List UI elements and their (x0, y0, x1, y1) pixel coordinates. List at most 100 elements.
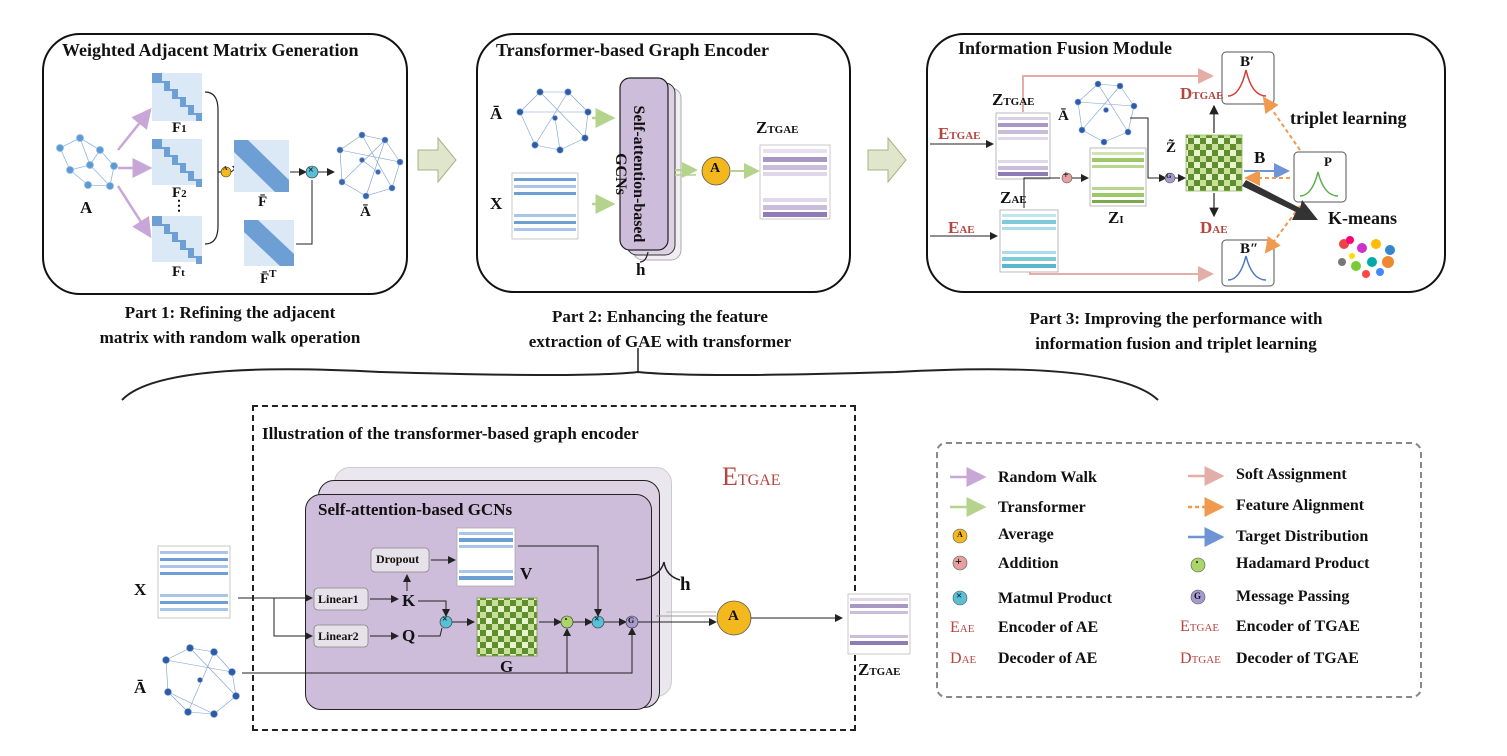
matrix-Ztgae-part3 (995, 112, 1051, 180)
legend-hadamard-symbol: · (1195, 555, 1200, 569)
gcn-stack-front (619, 77, 669, 251)
legend-dec-ae: Decoder of AE (998, 650, 1098, 667)
matrix-Ztgae-part2 (759, 144, 831, 220)
label-K: K (402, 591, 416, 610)
gcn-label-part2: Self-attention-based GCNs (612, 105, 647, 243)
label-kmeans: K-means (1328, 208, 1397, 228)
label-F2: F2 (172, 185, 187, 201)
dropout-label: Dropout (376, 552, 420, 566)
label-B: B (1254, 148, 1266, 167)
detail-gcn-title: Self-attention-based GCNs (318, 500, 513, 519)
label-F1: F1 (172, 120, 187, 136)
average-node-part2 (701, 156, 731, 186)
linear1-label: Linear1 (318, 592, 359, 606)
label-Ztgae-part2: ZTGAE (756, 118, 799, 137)
matrix-FbarT (244, 220, 294, 266)
label-Q: Q (402, 626, 416, 645)
label-A: A (80, 198, 93, 217)
label-G: G (500, 657, 514, 676)
graph-A (56, 134, 118, 190)
legend-dec-ae-sym: DAE (950, 650, 977, 667)
graph-Abar-part3 (1074, 80, 1138, 146)
legend-matmul-icon (952, 590, 968, 606)
legend-hadamard-icon (1190, 557, 1206, 573)
label-Dae: DAE (1200, 218, 1228, 237)
detail-brace (121, 368, 1159, 401)
legend-message-icon (1190, 589, 1206, 605)
matrix-G (476, 597, 538, 657)
linear2-box (313, 624, 369, 648)
legend-enc-ae-sym: EAE (950, 619, 975, 636)
label-Ft: Ft (172, 264, 185, 280)
matrix-Ft (152, 216, 202, 264)
label-h-detail: h (680, 574, 691, 595)
linear2-label: Linear2 (318, 629, 359, 643)
graph-Abar-detail (162, 644, 240, 718)
label-FbarT: F̄T (260, 268, 277, 287)
matmul-symbol-detail-1: × (442, 614, 448, 625)
legend-hadamard: Hadamard Product (1236, 555, 1370, 572)
legend-matmul-symbol: × (956, 590, 963, 602)
legend-dec-tgae: Decoder of TGAE (1236, 650, 1359, 667)
legend-matmul: Matmul Product (998, 590, 1112, 607)
label-X-detail: X (134, 580, 147, 599)
label-X-part2: X (490, 194, 503, 213)
label-Bprime: B′ (1240, 54, 1255, 70)
legend-soft-assignment: Soft Assignment (1236, 466, 1347, 483)
kmeans-arrow (1242, 180, 1318, 220)
detail-title: Illustration of the transformer-based gr… (262, 424, 639, 443)
legend-message: Message Passing (1236, 588, 1350, 605)
avg-symbol-detail: A (728, 608, 739, 624)
msg-symbol-part3: G (1166, 172, 1172, 180)
part3-title: Information Fusion Module (958, 38, 1173, 58)
matrix-Ztgae-detail (847, 593, 911, 655)
kmeans-clusters (1338, 236, 1395, 278)
label-Ztilde: Z̃ (1166, 140, 1177, 156)
msg-symbol-detail: G (628, 616, 635, 625)
legend-add-symbol: + (955, 554, 962, 568)
hadamard-symbol-detail: · (564, 612, 569, 626)
flow-arrow-2-3 (867, 136, 907, 184)
label-h-part2: h (636, 260, 646, 279)
avg-symbol-part1: A (223, 166, 228, 172)
legend-average: Average (998, 526, 1054, 543)
label-Abar-part3: Ā (1058, 108, 1069, 124)
detail-encoder-label: ETGAE (722, 462, 781, 491)
legend-dec-tgae-sym: DTGAE (1180, 650, 1221, 667)
legend-box (936, 442, 1422, 698)
label-Ztgae-part3: ZTGAE (992, 90, 1035, 109)
legend-addition: Addition (998, 555, 1059, 572)
linear1-box (313, 587, 369, 611)
legend-enc-ae: Encoder of AE (998, 619, 1099, 636)
graph-Abar-part2 (516, 88, 592, 154)
legend-transformer: Transformer (998, 499, 1086, 516)
matrix-Fbar (234, 140, 289, 192)
avg-symbol-part2: A (710, 161, 721, 176)
matrix-V (456, 527, 516, 587)
legend-avg-symbol: A (957, 530, 963, 539)
graph-Abar-part1 (336, 131, 404, 200)
detail-frame (252, 405, 856, 731)
matmul-symbol-detail-2: × (594, 614, 600, 625)
label-V: V (520, 564, 533, 583)
matrix-F2 (152, 139, 202, 187)
label-Abar-part1: Ā (360, 204, 371, 220)
matrix-X-detail (157, 545, 231, 619)
label-Dtgae: DTGAE (1180, 84, 1224, 103)
legend-addition-icon (952, 555, 968, 571)
label-Eae: EAE (948, 218, 975, 237)
part1-title: Weighted Adjacent Matrix Generation (62, 40, 359, 60)
matrix-Zl (1089, 147, 1147, 207)
dropout-box (370, 547, 430, 573)
legend-enc-tgae-sym: ETGAE (1180, 618, 1220, 635)
legend-target-distribution: Target Distribution (1236, 528, 1369, 545)
label-dots: ⋮ (172, 199, 186, 214)
label-Zae: ZAE (1000, 188, 1027, 207)
matrix-Ztilde (1185, 134, 1243, 192)
label-Etgae: ETGAE (938, 124, 981, 143)
matmul-symbol-part1: × (308, 165, 314, 176)
